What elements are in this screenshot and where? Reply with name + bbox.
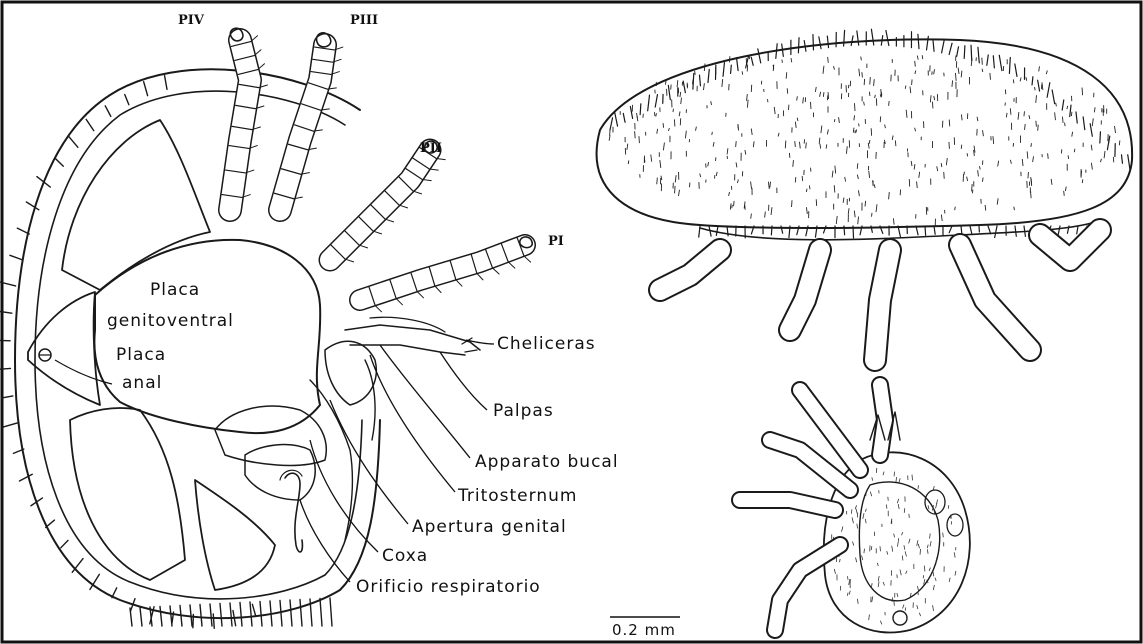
label-apparato-bucal: Apparato bucal — [475, 452, 619, 472]
genitoventral-label-line2: genitoventral — [107, 311, 234, 331]
leg-label-p1: PI — [548, 234, 564, 249]
leg-label-p3: PIII — [350, 13, 378, 28]
anal-label-line2: anal — [122, 373, 162, 393]
leg-label-p2: PII — [420, 141, 442, 156]
label-tritosternum: Tritosternum — [457, 486, 577, 506]
label-palpas: Palpas — [493, 401, 554, 421]
scale-bar-label: 0.2 mm — [612, 621, 676, 639]
label-orificio-respiratorio: Orificio respiratorio — [356, 577, 541, 597]
anal-label-line1: Placa — [116, 345, 166, 365]
label-apertura-genital: Apertura genital — [412, 517, 567, 537]
leg-label-p4: PIV — [178, 13, 205, 28]
label-cheliceras: Cheliceras — [497, 334, 596, 354]
genitoventral-label-line1: Placa — [150, 280, 200, 300]
label-coxa: Coxa — [382, 546, 428, 566]
